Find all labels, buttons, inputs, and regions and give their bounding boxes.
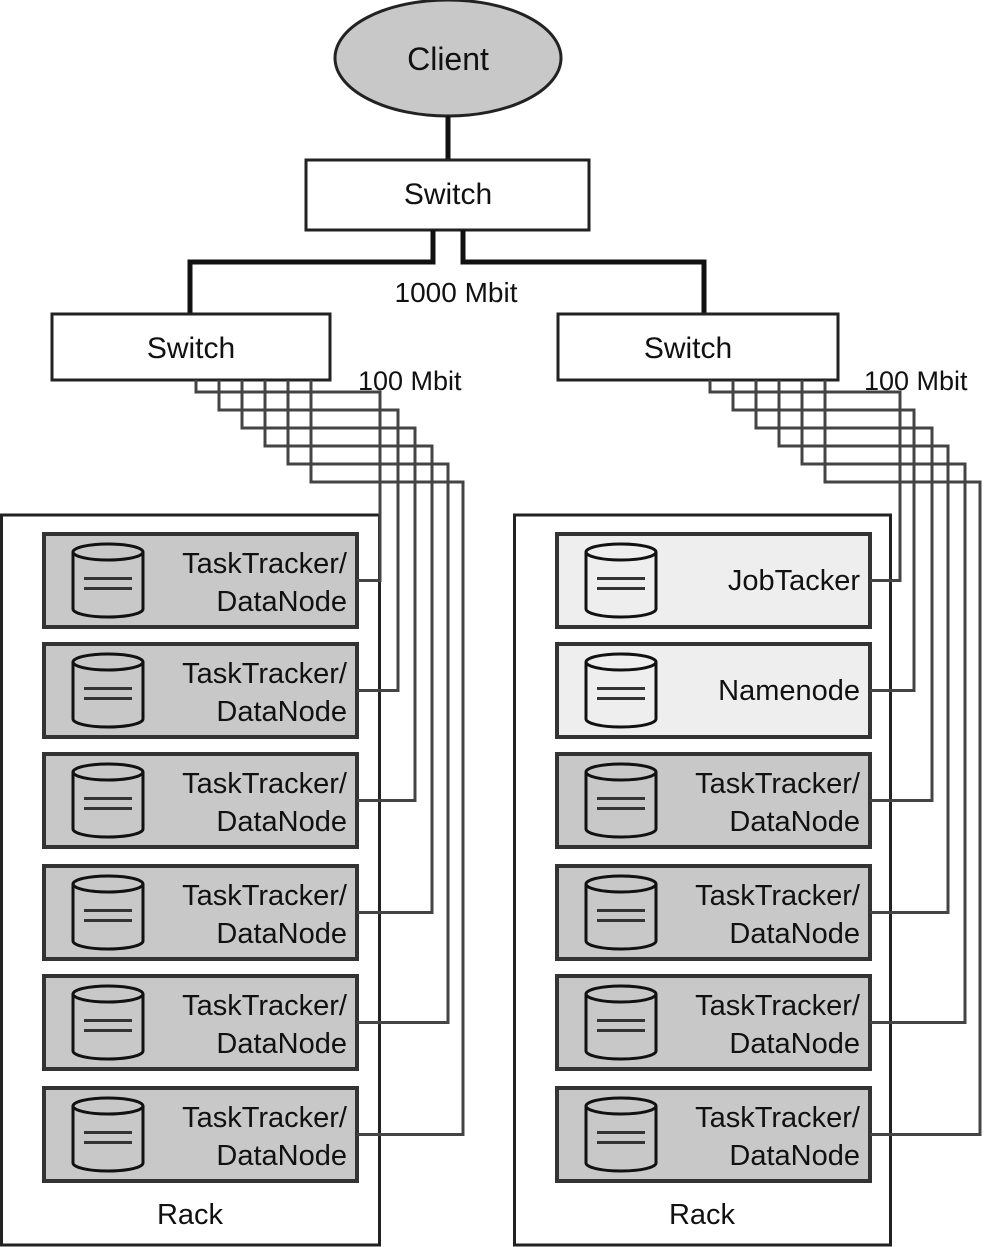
database-icon [71, 874, 145, 951]
node-label-line2: DataNode [216, 696, 347, 728]
node-label-line1: TaskTracker/ [182, 658, 348, 690]
node-label-line2: DataNode [729, 1140, 860, 1172]
node-label-line2: DataNode [729, 806, 860, 838]
database-icon [71, 1096, 145, 1173]
database-icon [71, 762, 145, 839]
node-label-line2: DataNode [216, 586, 347, 618]
node-master: JobTacker [555, 532, 872, 629]
node-label: Namenode [718, 675, 860, 707]
database-icon [584, 1096, 658, 1173]
node-link [194, 380, 382, 582]
node-label-line2: DataNode [216, 1140, 347, 1172]
core-link-label: 1000 Mbit [395, 277, 518, 308]
node-label-line2: DataNode [216, 1028, 347, 1060]
core-link-right [460, 230, 707, 314]
node-label-line1: TaskTracker/ [695, 990, 861, 1022]
node-link [800, 380, 967, 1024]
node-label-line1: TaskTracker/ [695, 1102, 861, 1134]
node-worker: TaskTracker/DataNode [42, 642, 359, 739]
rack-label: Rack [157, 1199, 224, 1231]
core-link-left [187, 230, 436, 314]
database-icon [584, 762, 658, 839]
node-worker: TaskTracker/DataNode [42, 1086, 359, 1183]
node-label-line1: TaskTracker/ [182, 548, 348, 580]
rack-enclosure [0, 513, 381, 1247]
node-link [240, 380, 417, 802]
node-link [286, 380, 450, 1024]
node-label-line1: TaskTracker/ [182, 880, 348, 912]
client-label: Client [407, 41, 489, 77]
node-link [777, 380, 950, 914]
node-link [263, 380, 434, 914]
database-icon [71, 984, 145, 1061]
node-label-line2: DataNode [216, 806, 347, 838]
node-worker: TaskTracker/DataNode [42, 864, 359, 961]
rack-switch-label: Switch [147, 332, 235, 365]
database-icon [584, 874, 658, 951]
database-icon [584, 652, 658, 729]
node-label-line1: TaskTracker/ [182, 1102, 348, 1134]
node-worker: TaskTracker/DataNode [42, 752, 359, 849]
node-label-line2: DataNode [216, 918, 347, 950]
node-link [708, 380, 902, 582]
node-worker: TaskTracker/DataNode [555, 1086, 872, 1183]
database-icon [71, 652, 145, 729]
rack-enclosure [513, 513, 892, 1247]
node-label-line1: TaskTracker/ [182, 990, 348, 1022]
node-worker: TaskTracker/DataNode [555, 864, 872, 961]
rack-switch [556, 312, 840, 382]
node-link [754, 380, 934, 802]
database-icon [584, 542, 658, 619]
core-switch [304, 158, 591, 232]
node-worker: TaskTracker/DataNode [42, 974, 359, 1071]
node-label-line1: TaskTracker/ [695, 768, 861, 800]
node-link [731, 380, 916, 692]
node-label-line2: DataNode [729, 1028, 860, 1060]
node-worker: TaskTracker/DataNode [42, 532, 359, 629]
node-label-line1: TaskTracker/ [182, 768, 348, 800]
rack-switch-label: Switch [644, 332, 732, 365]
node-master: Namenode [555, 642, 872, 739]
rack-switch [50, 312, 332, 382]
node-worker: TaskTracker/DataNode [555, 752, 872, 849]
database-icon [71, 542, 145, 619]
node-label-line1: TaskTracker/ [695, 880, 861, 912]
node-link [217, 380, 400, 692]
node-label: JobTacker [728, 565, 861, 597]
node-worker: TaskTracker/DataNode [555, 974, 872, 1071]
database-icon [584, 984, 658, 1061]
core-switch-label: Switch [404, 178, 492, 211]
node-link [823, 380, 982, 1136]
node-link [309, 380, 465, 1136]
node-label-line2: DataNode [729, 918, 860, 950]
rack-label: Rack [669, 1199, 736, 1231]
